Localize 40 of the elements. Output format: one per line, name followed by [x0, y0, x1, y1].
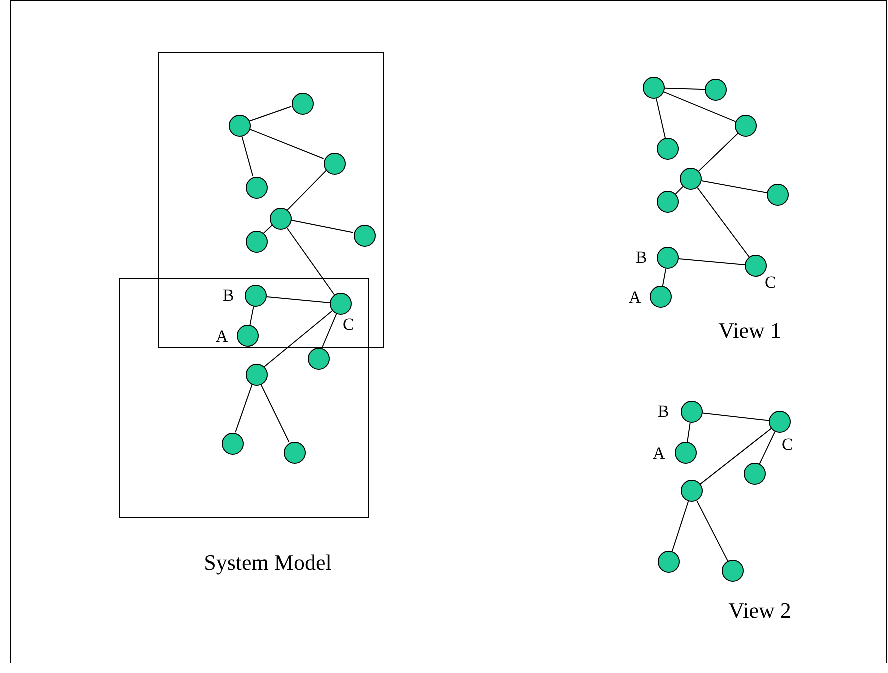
connector-line	[662, 268, 667, 287]
caption-text: System Model	[204, 551, 332, 575]
connector-line	[264, 310, 333, 368]
node-label: B	[658, 403, 670, 421]
connector-line	[702, 412, 770, 422]
node-label: B	[223, 287, 234, 305]
connector-line	[248, 128, 324, 160]
node-label: A	[653, 445, 666, 463]
node-label: A	[216, 328, 228, 346]
node-label: B	[636, 249, 648, 267]
caption-text: View 2	[728, 599, 792, 623]
connector-line	[287, 170, 327, 211]
connector-line	[250, 306, 254, 326]
connector-line	[759, 431, 776, 465]
connector-line	[664, 88, 706, 90]
connector-line	[263, 225, 273, 234]
connector-line	[696, 500, 728, 562]
connector-line	[656, 98, 666, 139]
connector-line	[664, 92, 736, 122]
connector-line	[701, 180, 768, 194]
connector-line	[248, 106, 292, 122]
connector-line	[700, 428, 772, 485]
connector-line	[678, 258, 746, 266]
node-label: C	[765, 274, 776, 292]
connector-line	[687, 422, 691, 443]
node-label: C	[782, 436, 794, 454]
connector-line	[672, 501, 690, 552]
node-label: A	[629, 289, 642, 307]
connector-line	[290, 220, 354, 234]
connector-line	[235, 384, 253, 434]
connector-line	[697, 187, 750, 258]
connector-line	[675, 186, 684, 195]
connector-line	[286, 226, 336, 296]
connector-line	[241, 135, 254, 177]
connector-line	[322, 314, 338, 348]
connector-line	[260, 383, 290, 443]
caption-text: View 1	[718, 319, 782, 343]
connector-line	[266, 296, 330, 304]
node-label: C	[343, 316, 354, 334]
connector-line	[698, 133, 739, 172]
